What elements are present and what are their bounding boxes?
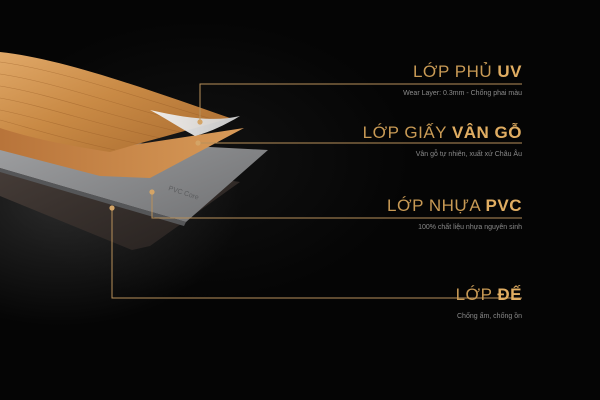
dot-uv <box>197 119 203 125</box>
leader-line-base <box>111 208 522 299</box>
wood-decor-layer-shape <box>0 100 244 178</box>
leader-lines <box>111 83 522 299</box>
wood-top-layer-shape <box>0 52 230 152</box>
dot-base <box>109 205 115 211</box>
layer-label-base: LỚP ĐẾ Chống ẩm, chống ồn <box>456 285 522 320</box>
uv-coat-layer-shape <box>150 110 240 136</box>
layer-subtitle: Chống ẩm, chống ồn <box>457 313 522 320</box>
pvc-core-edge <box>0 168 186 226</box>
layer-title: LỚP ĐẾ <box>455 285 522 304</box>
leader-dots <box>109 119 203 211</box>
leader-line-uv <box>199 83 522 122</box>
layer-title: LỚP NHỰA PVC <box>387 196 522 215</box>
layer-label-wood-decor: LỚP GIẤY VÂN GỖ Vân gỗ tự nhiên, xuất xứ… <box>363 123 522 158</box>
layer-subtitle: Wear Layer: 0.3mm - Chống phai màu <box>403 90 522 97</box>
layer-title: LỚP GIẤY VÂN GỖ <box>362 123 522 142</box>
layer-label-uv: LỚP PHỦ UV Wear Layer: 0.3mm - Chống pha… <box>403 62 522 97</box>
leader-line-pvc <box>151 192 522 219</box>
layer-subtitle: 100% chất liệu nhựa nguyên sinh <box>418 224 522 231</box>
layer-label-pvc: LỚP NHỰA PVC 100% chất liệu nhựa nguyên … <box>387 196 522 231</box>
layer-subtitle: Vân gỗ tự nhiên, xuất xứ Châu Âu <box>415 151 522 158</box>
dot-pvc <box>149 189 155 195</box>
dot-wood <box>195 140 201 146</box>
layer-title: LỚP PHỦ UV <box>412 62 522 81</box>
wood-grain-lines <box>0 61 216 151</box>
